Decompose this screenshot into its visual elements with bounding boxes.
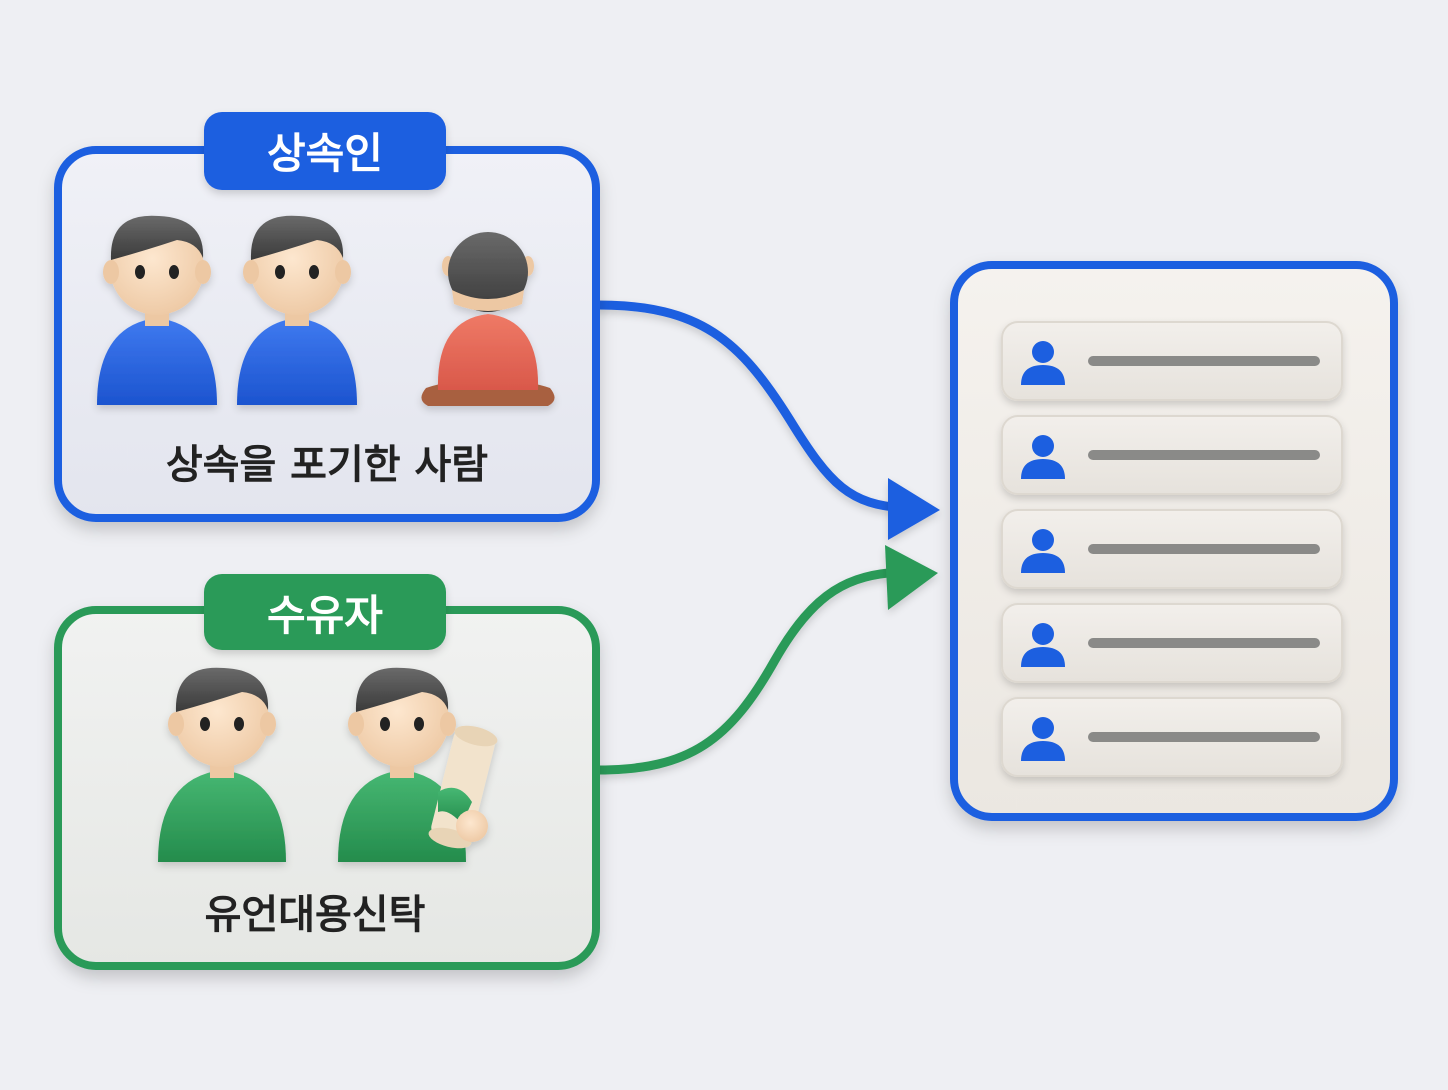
heirs-group-title: 상속인	[267, 129, 383, 178]
list-row	[1001, 321, 1343, 401]
placeholder-line	[1088, 544, 1320, 554]
heir-person-icon	[97, 215, 217, 405]
list-row	[1001, 509, 1343, 589]
user-icon	[1021, 341, 1065, 385]
list-row	[1001, 415, 1343, 495]
renouncer-back-seated-icon	[421, 232, 555, 406]
heir-person-icon	[237, 215, 357, 405]
heirs-group-title-tab: 상속인	[204, 112, 446, 190]
target-list-rows	[1001, 321, 1343, 777]
user-icon	[1021, 529, 1065, 573]
placeholder-line	[1088, 638, 1320, 648]
legatee-group-caption: 유언대용신탁	[205, 892, 426, 938]
placeholder-line	[1088, 732, 1320, 742]
list-row	[1001, 697, 1343, 777]
user-icon	[1021, 623, 1065, 667]
placeholder-line	[1088, 450, 1320, 460]
heirs-group-caption: 상속을 포기한 사람	[166, 442, 488, 488]
scroll-icon	[428, 725, 498, 849]
legatee-group-title: 수유자	[267, 591, 383, 640]
legatee-person-icon	[158, 667, 286, 862]
list-row	[1001, 603, 1343, 683]
user-icon	[1021, 435, 1065, 479]
legatee-with-scroll-icon	[338, 667, 498, 862]
placeholder-line	[1088, 356, 1320, 366]
arrow-heirs-to-list	[593, 300, 940, 540]
arrow-legatee-to-list	[593, 545, 938, 775]
user-icon	[1021, 717, 1065, 761]
legatee-group-title-tab: 수유자	[204, 574, 446, 650]
